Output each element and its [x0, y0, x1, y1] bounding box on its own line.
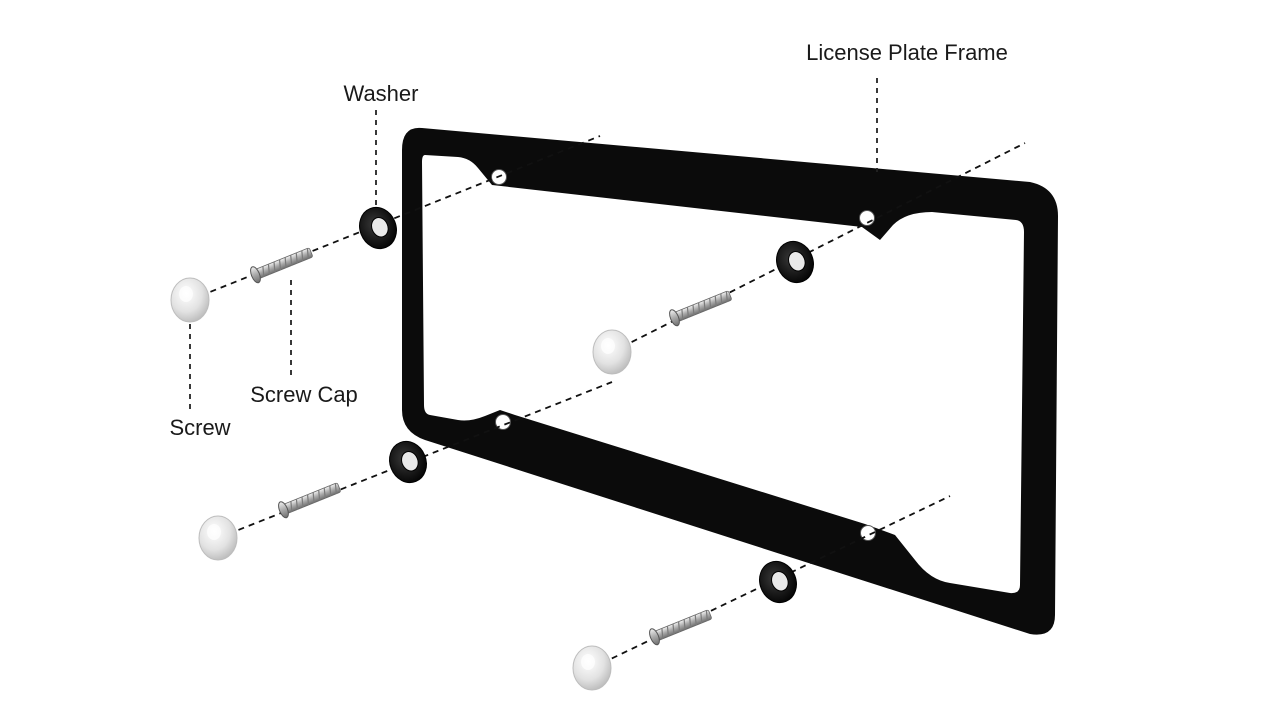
- label-screw: Screw: [169, 415, 230, 440]
- license-plate-frame: [402, 127, 1058, 635]
- washer-top-left: [352, 201, 404, 255]
- screw-cap-bottom-left: [198, 515, 238, 561]
- screw-cap-top-right: [592, 329, 632, 375]
- washer-bottom-left: [382, 435, 434, 489]
- washer-bottom-right: [752, 555, 804, 609]
- washer-top-right: [769, 235, 821, 289]
- screw-cap-top-left: [170, 277, 210, 323]
- screw-bottom-left: [275, 478, 343, 520]
- label-screw-cap: Screw Cap: [250, 382, 358, 407]
- screw-top-right: [666, 286, 734, 328]
- label-washer: Washer: [344, 81, 419, 106]
- screw-bottom-right: [646, 605, 714, 647]
- label-license-plate-frame: License Plate Frame: [806, 40, 1008, 65]
- screw-cap-bottom-right: [572, 645, 612, 691]
- mounting-hole-top-right: [859, 210, 875, 226]
- assembly-axis-top-left: [189, 135, 601, 301]
- screw-top-left: [247, 243, 315, 285]
